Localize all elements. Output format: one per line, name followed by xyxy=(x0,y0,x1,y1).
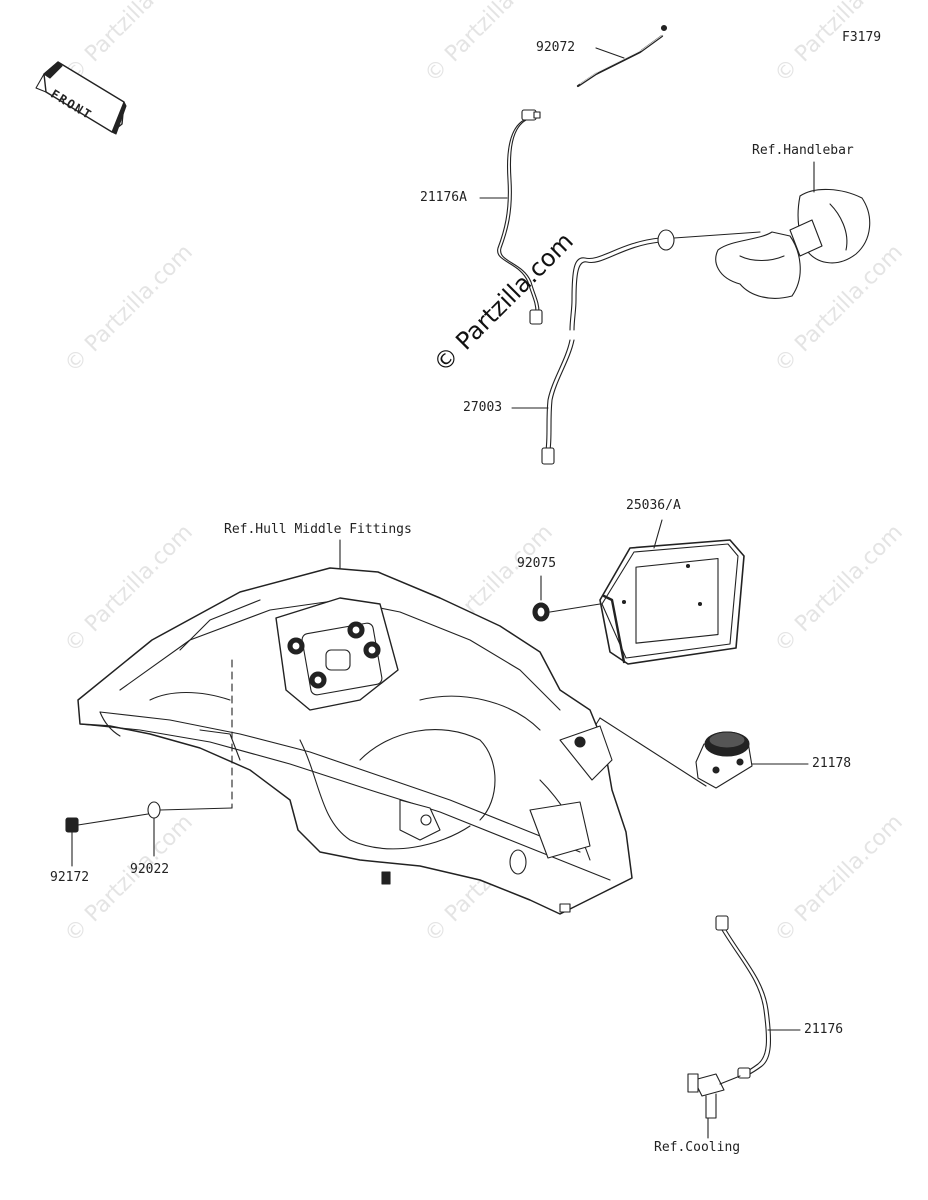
part-label-27003[interactable]: 27003 xyxy=(463,400,503,415)
handlebar-reference-drawing xyxy=(715,161,871,299)
part-label-21176[interactable]: 21176 xyxy=(804,1022,844,1037)
figure-code: F3179 xyxy=(842,30,882,45)
part-92022-washer xyxy=(147,659,233,857)
ref-label-cooling[interactable]: Ref.Cooling xyxy=(654,1140,741,1155)
part-label-21176A[interactable]: 21176A xyxy=(420,190,467,205)
ref-label-handlebar[interactable]: Ref.Handlebar xyxy=(752,143,854,158)
part-label-92022[interactable]: 92022 xyxy=(130,862,170,877)
part-92172-bolt xyxy=(65,813,149,867)
part-label-92072[interactable]: 92072 xyxy=(536,40,576,55)
part-92072-clip xyxy=(576,24,668,88)
hull-middle-fittings-drawing xyxy=(77,539,633,915)
part-25036A-meter xyxy=(599,519,745,665)
part-label-92172[interactable]: 92172 xyxy=(50,870,90,885)
part-27003-cable xyxy=(511,229,761,465)
part-21176A-lead xyxy=(479,109,543,325)
front-arrow-icon xyxy=(35,61,127,135)
ref-label-hull-middle-fittings[interactable]: Ref.Hull Middle Fittings xyxy=(224,522,412,537)
part-label-21178[interactable]: 21178 xyxy=(812,756,852,771)
part-21176-sensor xyxy=(687,915,801,1139)
part-92075-grommet xyxy=(532,575,601,622)
part-label-25036A[interactable]: 25036/A xyxy=(626,498,681,513)
part-label-92075[interactable]: 92075 xyxy=(517,556,557,571)
part-21178-switch xyxy=(579,717,809,789)
